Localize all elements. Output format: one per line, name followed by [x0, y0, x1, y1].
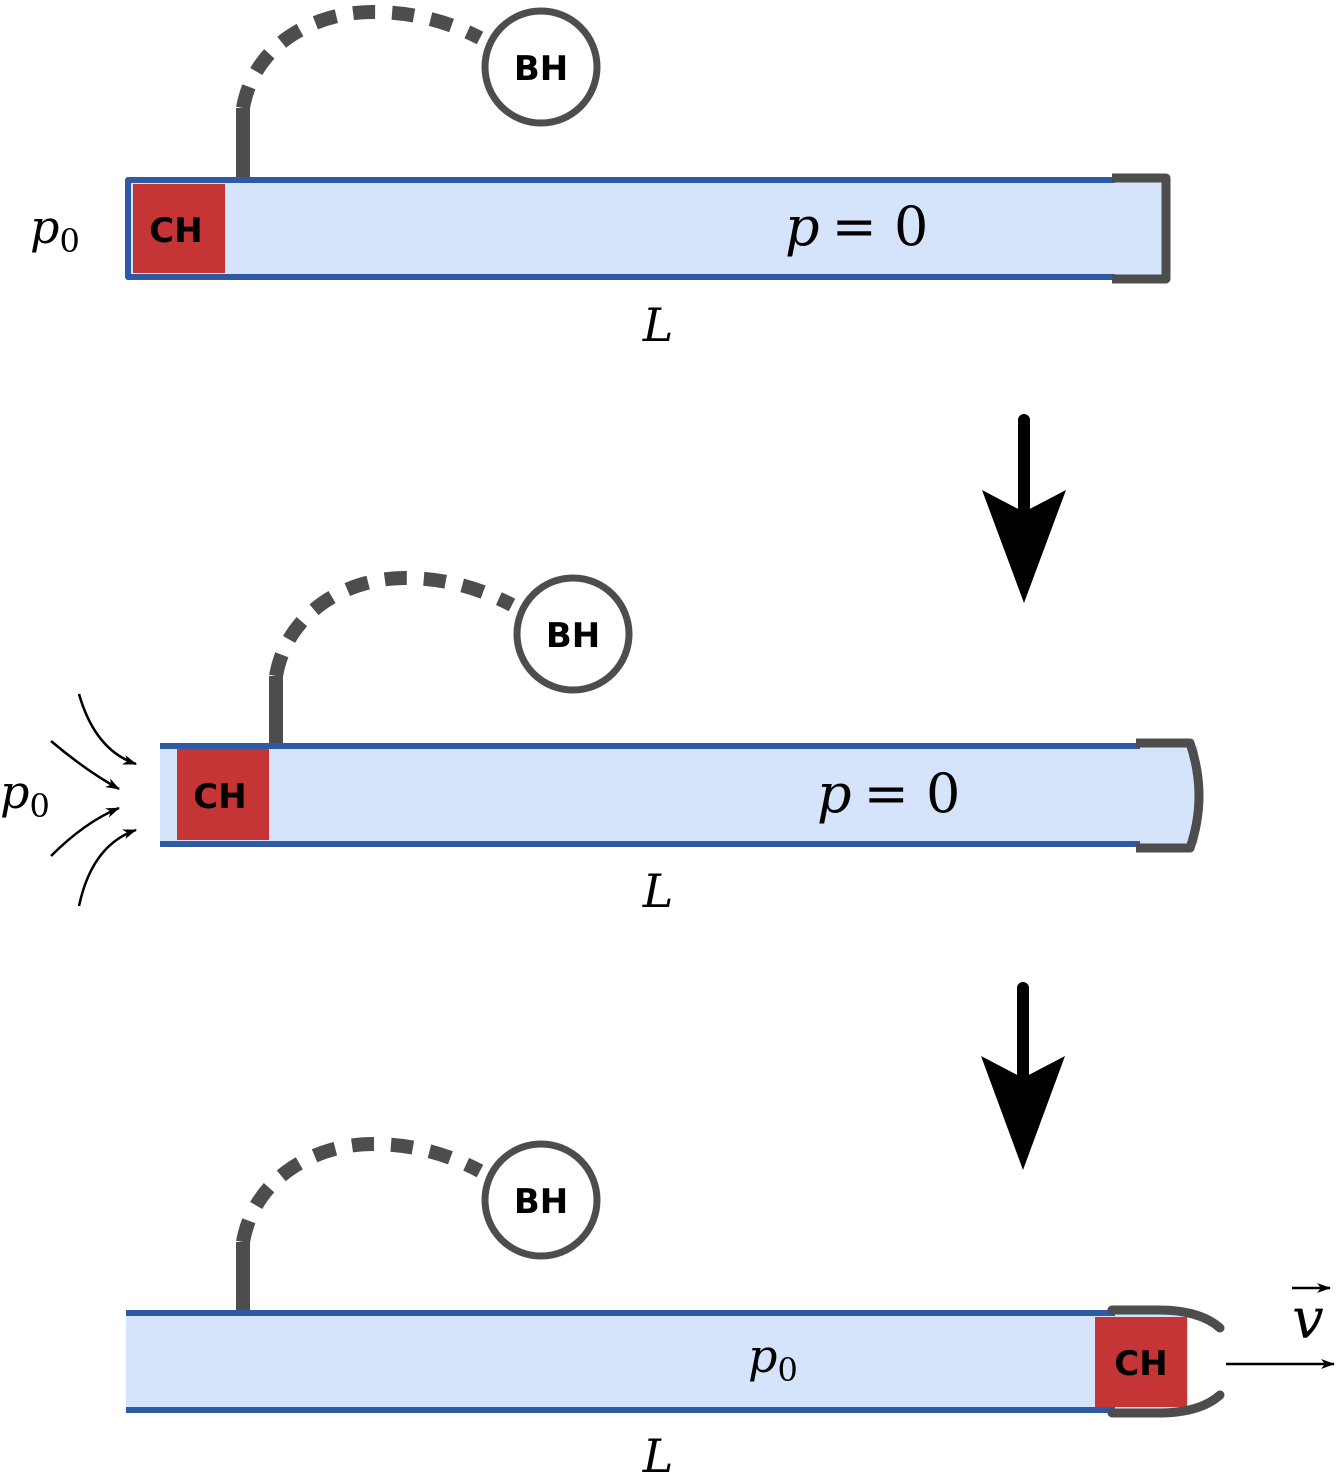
tube-interior: [126, 1313, 1188, 1410]
tether-dashed: [269, 570, 516, 678]
velocity-label: v: [1292, 1287, 1324, 1352]
down-arrow-icon: [982, 414, 1066, 603]
tether-dashed: [236, 1136, 484, 1244]
tube-interior: [160, 746, 1198, 844]
curved-arrow-icon: [50, 740, 120, 791]
black-hole-label: BH: [514, 49, 568, 89]
curved-arrow-icon: [77, 693, 137, 766]
length-label: L: [642, 1429, 674, 1475]
interior-pressure-label: p= 0: [817, 762, 960, 825]
outside-pressure-label: p0: [0, 765, 50, 825]
black-hole-label: BH: [514, 1182, 568, 1222]
length-label: L: [642, 864, 674, 918]
curved-arrow-icon: [50, 806, 120, 857]
tube-border: [125, 177, 1115, 280]
chamber-label: CH: [1114, 1344, 1167, 1384]
tether-dashed: [236, 4, 484, 110]
outside-pressure-label: p0: [30, 200, 80, 260]
interior-pressure-label: p0: [748, 1329, 798, 1389]
tube-interior: [128, 180, 1164, 277]
black-hole-node: BH: [481, 7, 601, 127]
panel-3: BH CH p0 L v: [126, 1136, 1335, 1475]
chamber-block: [177, 749, 269, 840]
panel-2: BH CH p0 p= 0 L: [0, 570, 1204, 918]
chamber-label: CH: [193, 777, 246, 817]
end-cap-bulging: [1136, 738, 1204, 853]
end-cap-flat: [1112, 173, 1171, 284]
black-hole-node: BH: [481, 1140, 601, 1260]
length-label: L: [642, 298, 674, 352]
black-hole-label: BH: [546, 616, 600, 656]
end-cap-open-bottom: [1107, 1390, 1225, 1418]
down-arrow-icon: [981, 982, 1065, 1170]
chamber-block: [1095, 1317, 1187, 1407]
chamber-block: [133, 184, 225, 273]
black-hole-node: BH: [513, 574, 633, 694]
end-cap-open-top: [1107, 1305, 1225, 1333]
curved-arrow-icon: [77, 828, 137, 907]
chamber-label: CH: [149, 211, 202, 251]
panel-1: BH CH p0 p= 0 L: [30, 4, 1171, 352]
interior-pressure-label: p= 0: [785, 195, 928, 258]
